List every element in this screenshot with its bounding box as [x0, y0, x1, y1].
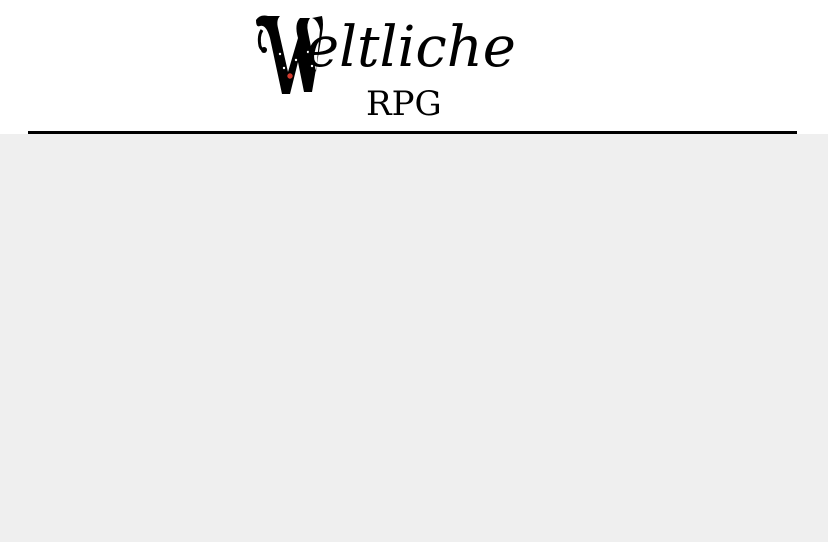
logo-subtitle: RPG — [366, 84, 442, 124]
logo-initial-w-graphic — [256, 15, 323, 94]
header-divider — [28, 131, 797, 134]
logo-wordmark: eltliche — [306, 15, 516, 80]
site-header: eltliche RPG — [0, 0, 828, 134]
main-content-area — [0, 134, 828, 542]
site-logo[interactable]: eltliche RPG — [250, 4, 550, 124]
